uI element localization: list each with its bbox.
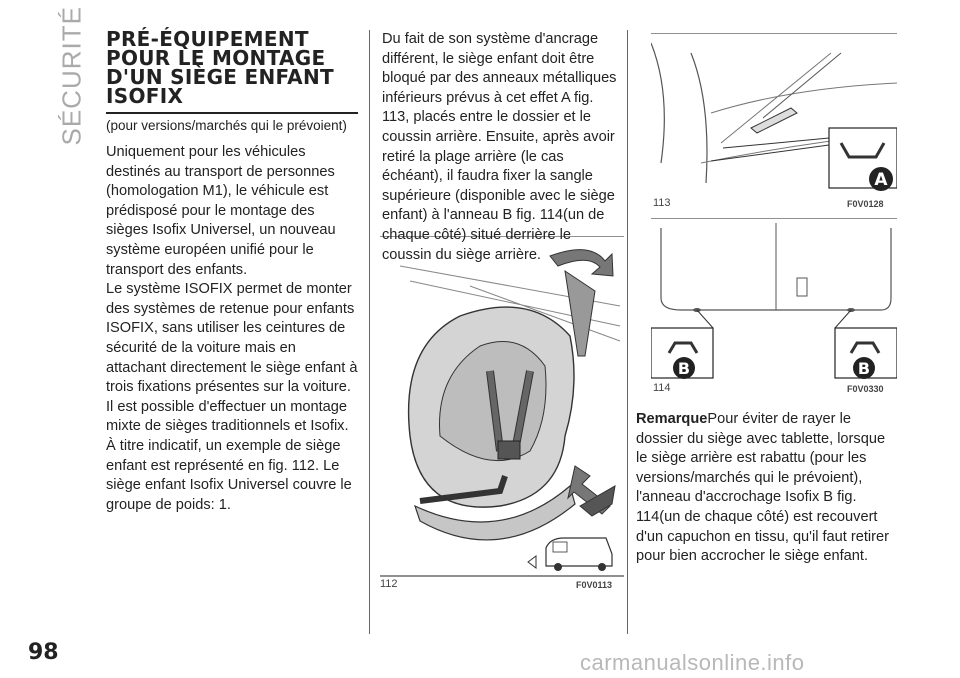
figure-112-number: 112 [380,578,398,590]
figure-112: 112 F0V0113 [380,236,624,592]
figure-113: A 113 F0V0128 [651,33,897,209]
callout-a: A [874,170,888,190]
figure-113-number: 113 [653,197,671,209]
figure-113-code: F0V0128 [847,199,884,209]
callout-b-right: B [858,359,870,378]
figure-114-number: 114 [653,382,671,394]
column-divider-1 [369,30,370,634]
remark-text: Pour éviter de rayer le dossier du siège… [636,411,890,565]
remark-paragraph: RemarquePour éviter de rayer le dossier … [636,410,898,567]
callout-b-left: B [678,359,690,378]
paragraph-3: Il est possible d'effectuer un montage m… [106,398,352,513]
paragraph-1: Uniquement pour les véhicules destinés a… [106,144,336,278]
watermark: carmanualsonline.info [580,650,805,675]
page-number: 98 [28,640,59,665]
column-2: Du fait de son système d'ancrage différe… [382,30,622,265]
remark-label: Remarque [636,411,708,427]
isofix-ring-illustration: A [651,33,897,191]
versions-note: (pour versions/marchés qui le prévoient) [106,118,347,133]
section-heading: PRÉ-ÉQUIPEMENT POUR LE MONTAGE D'UN SIÈG… [106,29,358,114]
child-seat-illustration [380,236,624,577]
figure-114: B B 114 F0V0330 [651,218,897,394]
column-divider-2 [627,30,628,634]
isofix-ring-b-illustration: B B [651,218,897,379]
column-1: PRÉ-ÉQUIPEMENT POUR LE MONTAGE D'UN SIÈG… [106,29,358,515]
section-label: SÉCURITÉ [56,6,87,146]
figure-112-code: F0V0113 [576,580,613,590]
figure-114-code: F0V0330 [847,384,884,394]
paragraph-2: Le système ISOFIX permet de monter des s… [106,281,358,396]
anchoring-paragraph: Du fait de son système d'ancrage différe… [382,31,617,263]
vehicle-icon [527,537,613,571]
remark-block: RemarquePour éviter de rayer le dossier … [636,410,898,567]
